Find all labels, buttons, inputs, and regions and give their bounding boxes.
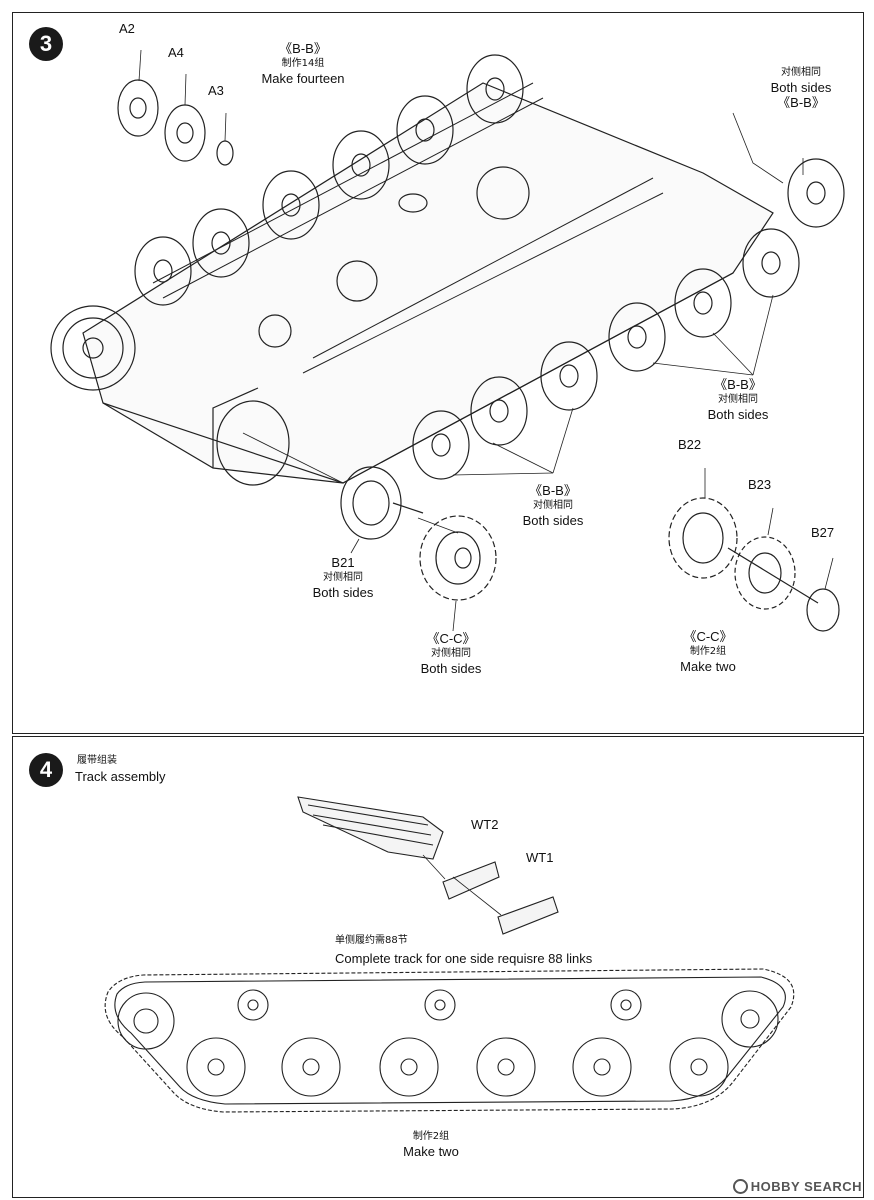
callout-cn: 制作2组 bbox=[412, 1131, 450, 1142]
step-number-badge: 3 bbox=[29, 27, 63, 61]
track-link-stack bbox=[297, 796, 444, 860]
callout-cn: 对侧相同 bbox=[323, 572, 363, 583]
sprocket-ring-icon bbox=[668, 497, 738, 579]
track-note-cn: 单侧履约需88节 bbox=[335, 935, 408, 946]
callout-title: 《C-C》 bbox=[426, 631, 476, 646]
track-link-icon bbox=[497, 896, 559, 935]
callout-cn: 对侧相同 bbox=[431, 648, 471, 659]
track-assembly-drawing bbox=[104, 796, 795, 1113]
step-number-badge: 4 bbox=[29, 753, 63, 787]
idler-mount bbox=[216, 400, 290, 486]
step-4-panel: 4 履带组装 Track assembly bbox=[12, 736, 864, 1198]
road-wheel-icon bbox=[117, 79, 159, 137]
road-wheel-icon bbox=[674, 268, 732, 338]
return-roller-icon bbox=[237, 989, 269, 1021]
hull-hatch bbox=[258, 314, 292, 348]
part-label-wt2: WT2 bbox=[471, 817, 499, 832]
return-roller-icon bbox=[610, 989, 642, 1021]
callout-en: Both sides bbox=[770, 80, 832, 95]
part-label-b23: B23 bbox=[748, 477, 772, 492]
callout-cn: 对侧相同 bbox=[718, 394, 758, 405]
track-link-icon bbox=[442, 861, 500, 900]
road-wheel-icon bbox=[281, 1037, 341, 1097]
callout-title: 《B-B》 bbox=[279, 41, 327, 56]
road-wheel-icon bbox=[787, 158, 845, 228]
hull-hatch bbox=[398, 193, 428, 213]
callout-en: Make two bbox=[680, 659, 736, 674]
idler-wheel-icon bbox=[721, 990, 779, 1048]
road-wheel-icon bbox=[379, 1037, 439, 1097]
road-wheel-icon bbox=[164, 104, 206, 162]
road-wheel-icon bbox=[192, 208, 250, 278]
callout-title: 《C-C》 bbox=[683, 629, 733, 644]
road-wheel-icon bbox=[412, 410, 470, 480]
callout-en: Both sides bbox=[522, 513, 584, 528]
road-wheel-icon bbox=[262, 170, 320, 240]
sprocket-icon bbox=[117, 992, 175, 1050]
road-wheel-icon bbox=[742, 228, 800, 298]
road-wheel-icon bbox=[186, 1037, 246, 1097]
road-wheel-icon bbox=[466, 54, 524, 124]
part-label-b21: B21 bbox=[331, 555, 355, 570]
callout-make-two: 制作2组 Make two bbox=[391, 1129, 471, 1159]
road-wheel-icon bbox=[470, 376, 528, 446]
road-wheel-icon bbox=[572, 1037, 632, 1097]
callout-title: 《B-B》 bbox=[529, 483, 577, 498]
front-sprocket-icon bbox=[50, 305, 136, 391]
hull-hatch bbox=[336, 260, 378, 302]
step-title-en: Track assembly bbox=[75, 769, 166, 784]
road-wheel-icon bbox=[396, 95, 454, 165]
hull-assembly-drawing bbox=[50, 49, 845, 632]
track-note-en: Complete track for one side requisre 88 … bbox=[335, 951, 593, 966]
road-wheel-icon bbox=[608, 302, 666, 372]
callout-en: Make two bbox=[403, 1144, 459, 1159]
drive-sprocket-icon bbox=[419, 515, 497, 601]
callout-en: Both sides bbox=[312, 585, 374, 600]
idler-wheel-icon bbox=[340, 466, 402, 540]
road-wheel-icon bbox=[332, 130, 390, 200]
part-label-a2: A2 bbox=[119, 21, 135, 36]
return-roller-icon bbox=[424, 989, 456, 1021]
sprocket-cap-icon bbox=[806, 588, 840, 632]
callout-low-bb: 《B-B》 对侧相同 Both sides bbox=[513, 483, 593, 528]
callout-en: Both sides bbox=[707, 407, 769, 422]
part-label-a3: A3 bbox=[208, 83, 224, 98]
callout-cn: 制作14组 bbox=[281, 58, 325, 69]
part-label-b27: B27 bbox=[811, 525, 835, 540]
callout-b21: B21 对侧相同 Both sides bbox=[303, 555, 383, 600]
watermark-logo-icon bbox=[732, 1179, 748, 1194]
callout-cn: 对侧相同 bbox=[533, 500, 573, 511]
callout-top-bb: 《B-B》 制作14组 Make fourteen bbox=[253, 41, 353, 86]
road-wheel-icon bbox=[669, 1037, 729, 1097]
callout-cn: 制作2组 bbox=[689, 646, 727, 657]
callout-right-bb: 对侧相同 Both sides 《B-B》 bbox=[761, 65, 841, 110]
callout-cn: 对侧相同 bbox=[781, 67, 821, 78]
callout-en: Both sides bbox=[420, 661, 482, 676]
callout-cc-right: 《C-C》 制作2组 Make two bbox=[668, 629, 748, 674]
track-loop bbox=[104, 968, 795, 1113]
watermark-text: HOBBY SEARCH bbox=[750, 1179, 862, 1194]
callout-cc-left: 《C-C》 对侧相同 Both sides bbox=[411, 631, 491, 676]
callout-en: Make fourteen bbox=[261, 71, 345, 86]
hull-hatch bbox=[476, 166, 530, 220]
watermark: HOBBY SEARCH bbox=[732, 1179, 862, 1194]
sprocket-hub-icon bbox=[734, 536, 796, 610]
step-title-cn: 履带组装 bbox=[77, 755, 117, 766]
part-label-a4: A4 bbox=[168, 45, 184, 60]
callout-title: 《B-B》 bbox=[714, 377, 762, 392]
road-wheel-icon bbox=[476, 1037, 536, 1097]
road-wheel-icon bbox=[134, 236, 192, 306]
part-label-b22: B22 bbox=[678, 437, 702, 452]
road-wheel-icon bbox=[540, 341, 598, 411]
hub-cap-icon bbox=[216, 140, 234, 166]
callout-title: 《B-B》 bbox=[777, 95, 825, 110]
callout-mid-bb: 《B-B》 对侧相同 Both sides bbox=[698, 377, 778, 422]
step-3-panel: 3 bbox=[12, 12, 864, 734]
part-label-wt1: WT1 bbox=[526, 850, 554, 865]
